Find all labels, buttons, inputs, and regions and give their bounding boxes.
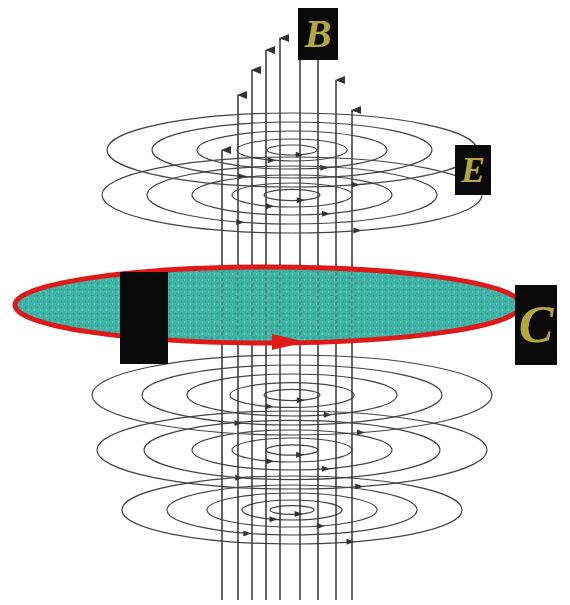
field-line <box>300 272 301 338</box>
field-line <box>352 272 353 338</box>
field-label: E <box>455 145 491 195</box>
field-ring <box>270 506 314 515</box>
ring-arrow <box>322 211 330 217</box>
surface-disk <box>15 267 521 343</box>
field-line <box>280 272 281 338</box>
ring-arrow <box>295 511 303 517</box>
ring-arrow <box>320 165 328 171</box>
ring-arrow <box>322 466 330 472</box>
field-line <box>221 150 223 600</box>
field-ring <box>264 189 320 200</box>
field-line <box>222 272 223 338</box>
circulation-arrow <box>272 334 306 350</box>
electric-field-rings <box>92 355 492 545</box>
ring-arrow <box>243 530 251 536</box>
field-ring <box>242 500 342 520</box>
ring-arrow <box>268 157 276 163</box>
label-text: C <box>519 299 554 351</box>
ring-arrow <box>266 458 274 464</box>
field-ring <box>267 145 317 155</box>
field-ring <box>147 166 437 224</box>
ring-arrow <box>266 203 274 209</box>
field-ring <box>144 420 440 479</box>
ring-arrow <box>324 412 332 418</box>
ring-arrow <box>236 219 244 225</box>
field-ring <box>97 411 487 489</box>
ring-arrow <box>270 516 278 522</box>
field-line <box>252 272 253 338</box>
field-line <box>336 272 337 338</box>
electric-field-rings <box>102 113 482 234</box>
magnetic-field-lines <box>222 272 352 338</box>
ring-arrow <box>352 182 360 188</box>
field-ring <box>167 485 417 535</box>
field-ring <box>232 183 352 207</box>
field-label: B <box>298 8 338 60</box>
field-ring <box>192 175 392 215</box>
ring-arrow <box>297 397 305 403</box>
field-ring <box>187 374 397 416</box>
field-ring <box>122 476 462 544</box>
ring-arrow <box>354 228 362 234</box>
masked-label <box>120 272 168 364</box>
field-ring <box>107 113 477 187</box>
field-ring <box>152 122 432 178</box>
field-label: C <box>515 285 557 365</box>
field-line <box>238 272 239 338</box>
field-ring <box>197 131 387 169</box>
field-line <box>237 95 239 600</box>
field-ring <box>102 157 482 233</box>
ring-arrow <box>297 197 305 203</box>
ring-arrow <box>347 539 355 545</box>
field-ring <box>232 438 352 462</box>
label-text: E <box>461 152 485 188</box>
field-line <box>318 272 319 338</box>
field-ring <box>264 389 320 400</box>
label-text: B <box>305 14 332 54</box>
field-ring <box>142 365 442 425</box>
field-line <box>266 272 267 338</box>
field-ring <box>266 445 318 455</box>
